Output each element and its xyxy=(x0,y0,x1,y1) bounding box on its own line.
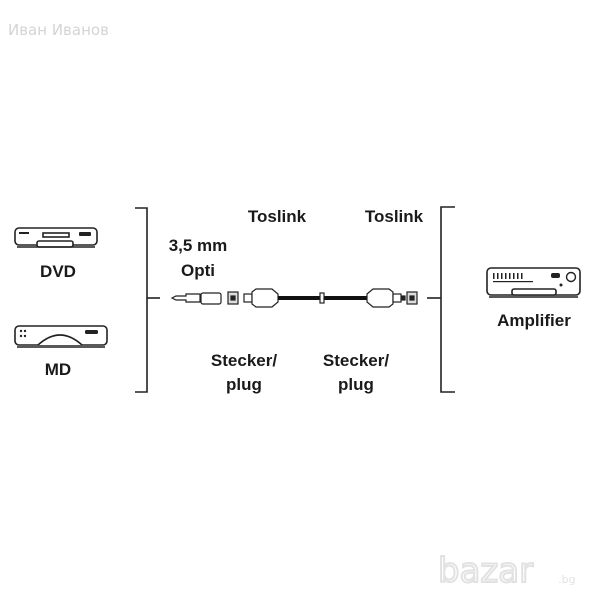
right-plug-label-1: Stecker/ xyxy=(323,351,389,370)
amplifier-label: Amplifier xyxy=(497,311,571,330)
toslink-cable-icon xyxy=(170,288,418,308)
minidisc-player-icon xyxy=(14,325,108,348)
dvd-label: DVD xyxy=(40,262,76,281)
amplifier-icon xyxy=(486,267,581,298)
author-watermark: Иван Иванов xyxy=(8,21,109,39)
toslink-left-label: Toslink xyxy=(248,207,307,226)
bazar-logo-watermark: bazar .bg xyxy=(437,550,575,592)
right-bracket xyxy=(427,206,455,393)
dvd-player-icon xyxy=(14,227,98,248)
jack-type-label: Opti xyxy=(181,261,215,280)
svg-text:bazar: bazar xyxy=(438,551,533,591)
jack-size-label: 3,5 mm xyxy=(169,236,228,255)
svg-text:.bg: .bg xyxy=(558,573,575,586)
md-label: MD xyxy=(45,360,71,379)
right-plug-label-2: plug xyxy=(338,375,374,394)
toslink-right-label: Toslink xyxy=(365,207,424,226)
left-bracket xyxy=(135,207,160,393)
left-plug-label-2: plug xyxy=(226,375,262,394)
left-plug-label-1: Stecker/ xyxy=(211,351,277,370)
